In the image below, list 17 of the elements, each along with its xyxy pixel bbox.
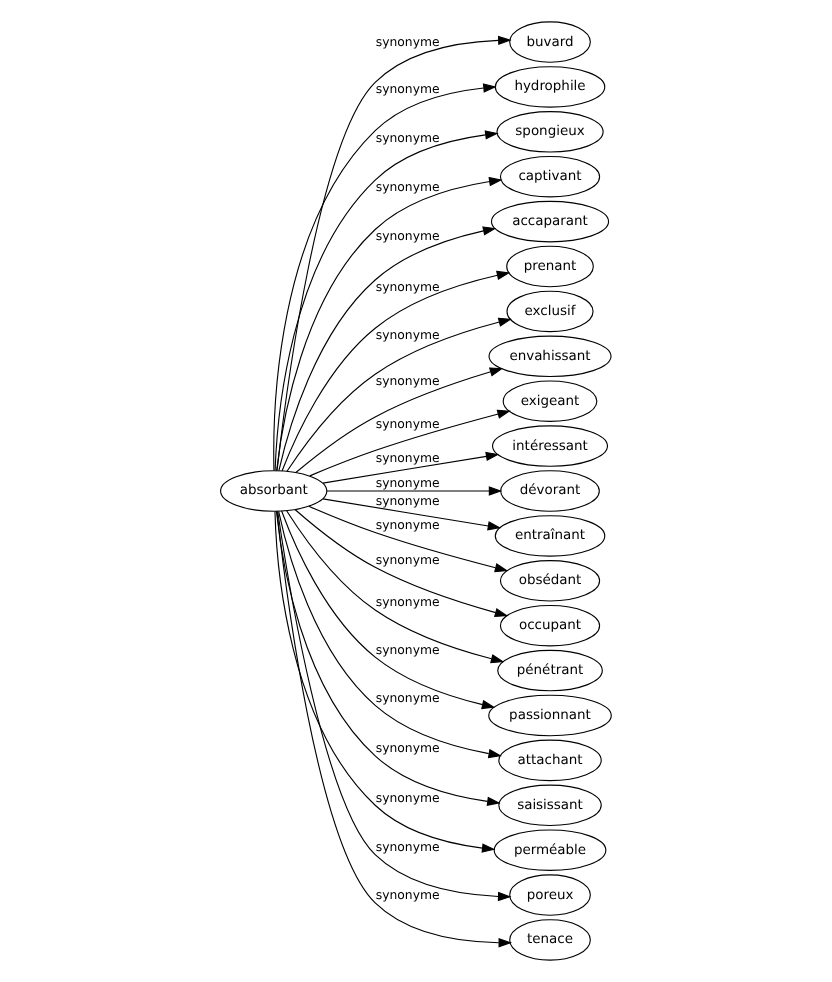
arrow (322, 451, 500, 484)
arrow (281, 510, 496, 710)
arrow (295, 367, 504, 474)
arrow (326, 486, 503, 496)
arrow (308, 505, 509, 573)
arrow (309, 409, 511, 477)
arrow (275, 510, 501, 807)
arrow (278, 226, 497, 472)
arrow (274, 510, 496, 853)
arrow (278, 510, 502, 759)
arrow (286, 510, 505, 664)
arrow (276, 176, 503, 472)
arrow (276, 35, 512, 471)
arrow (281, 270, 511, 472)
arrow (286, 317, 512, 472)
arrow (322, 498, 502, 531)
arrow (294, 508, 509, 618)
